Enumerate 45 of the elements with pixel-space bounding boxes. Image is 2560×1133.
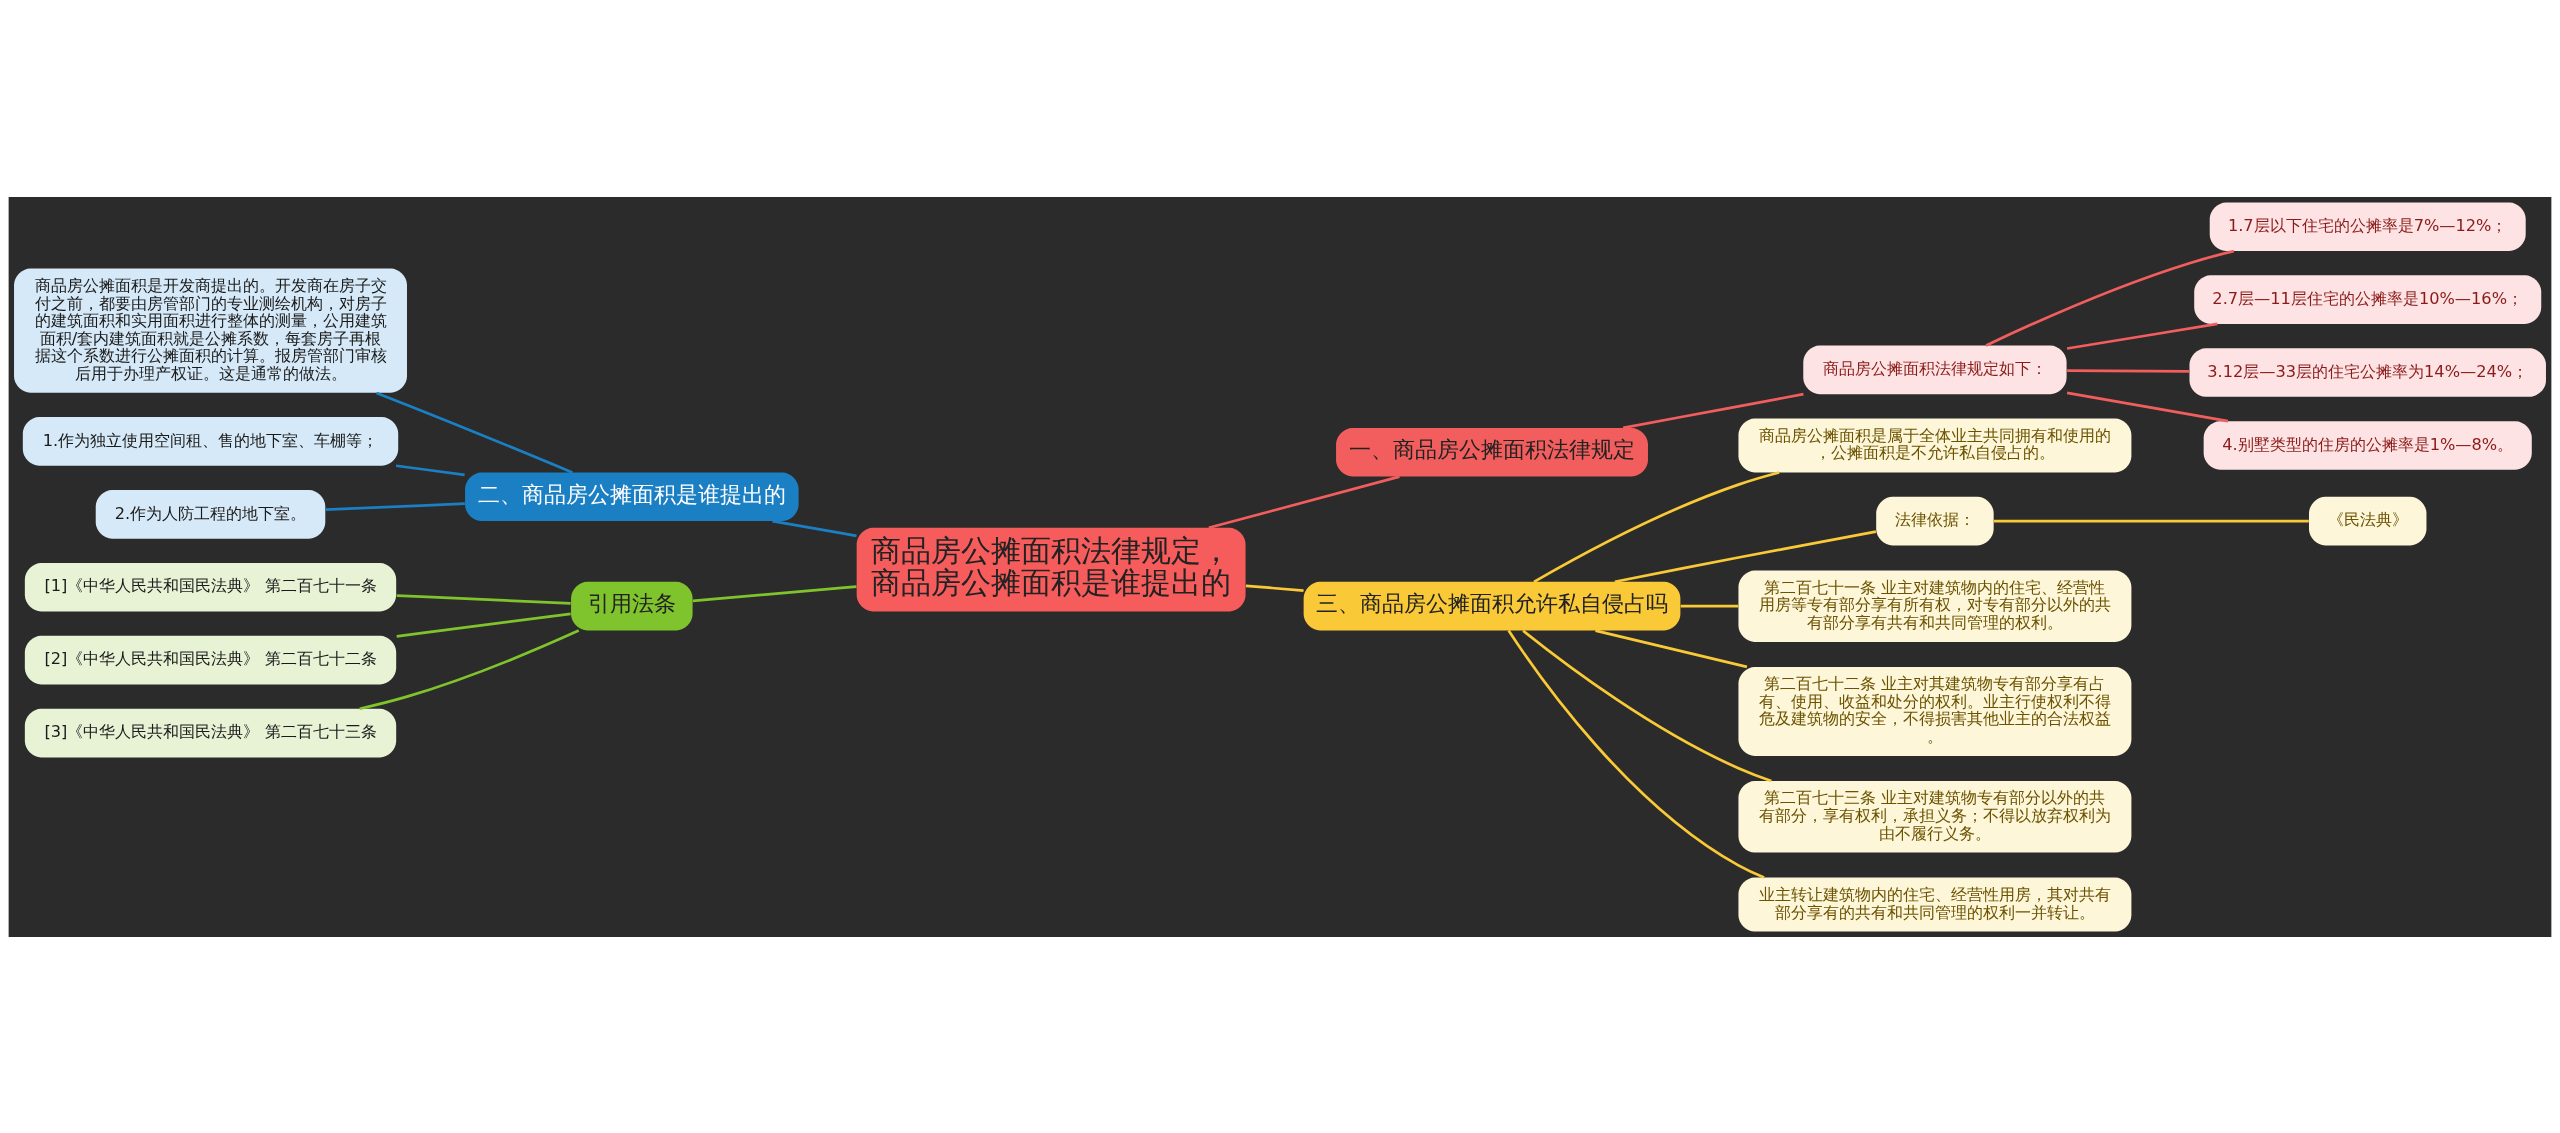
connector bbox=[1985, 249, 2235, 347]
connector bbox=[396, 612, 571, 638]
node-box: [2]《中华人民共和国民法典》 第二百七十二条 bbox=[24, 635, 397, 684]
node-box: 2.作为人防工程的地下室。 bbox=[95, 489, 326, 539]
connector bbox=[1522, 629, 1772, 782]
connector bbox=[1614, 529, 1877, 583]
node-box: 商品房公摊面积是开发商提出的。开发商在房子交付之前，都要由房管部门的专业测绘机构，对房子的建筑面积和实用面积进行整体的测量，公用建筑面积/套内建筑面积就是公摊系数，每套房子再根据这个系数进行公摊面积的计算。报房管部门审核后用于办理产权证。这是通常的做法。 bbox=[14, 268, 407, 393]
connector bbox=[1595, 628, 1748, 668]
node-box: 三、商品房公摊面积允许私自侵占吗 bbox=[1303, 581, 1681, 630]
node-box: 第二百七十三条 业主对建筑物专有部分以外的共有部分，享有权利，承担义务；不得以放弃权利为由不履行义务。 bbox=[1738, 780, 2132, 853]
node-box: [3]《中华人民共和国民法典》 第二百七十三条 bbox=[24, 708, 397, 757]
connector bbox=[1208, 474, 1400, 529]
connector bbox=[772, 519, 857, 537]
node-box: 第二百七十一条 业主对建筑物内的住宅、经营性用房等专有部分享有所有权，对专有部分以外的共有部分享有共有和共同管理的权利。 bbox=[1738, 569, 2132, 642]
node-box: 商品房公摊面积是属于全体业主共同拥有和使用的，公摊面积是不允许私自侵占的。 bbox=[1738, 417, 2132, 472]
node-box: 一、商品房公摊面积法律规定 bbox=[1336, 427, 1648, 477]
node-box: 业主转让建筑物内的住宅、经营性用房，其对共有部分享有的共有和共同管理的权利一并转让。 bbox=[1738, 877, 2132, 932]
connector bbox=[325, 501, 465, 511]
node-box: [1]《中华人民共和国民法典》 第二百七十一条 bbox=[24, 562, 397, 612]
node-box: 引用法条 bbox=[571, 581, 693, 630]
connector bbox=[375, 391, 573, 474]
node-box: 1.7层以下住宅的公摊率是7%—12%； bbox=[2209, 201, 2526, 251]
node-box: 商品房公摊面积法律规定，商品房公摊面积是谁提出的 bbox=[856, 527, 1246, 612]
connector bbox=[1993, 519, 2309, 522]
connector bbox=[396, 593, 571, 605]
node-box: 2.7层—11层住宅的公摊率是10%—16%； bbox=[2194, 274, 2542, 324]
connector bbox=[1622, 392, 1804, 429]
connector bbox=[1245, 583, 1304, 592]
node-box: 3.12层—33层的住宅公摊率为14%—24%； bbox=[2189, 347, 2546, 397]
connector bbox=[2067, 368, 2190, 373]
connector bbox=[395, 463, 465, 476]
connector bbox=[692, 584, 857, 602]
node-box: 二、商品房公摊面积是谁提出的 bbox=[465, 471, 799, 521]
connector bbox=[2066, 322, 2218, 350]
node-box: 商品房公摊面积法律规定如下： bbox=[1803, 345, 2067, 394]
connector bbox=[1507, 629, 1765, 879]
node-box: 4.别墅类型的住房的公摊率是1%—8%。 bbox=[2203, 420, 2532, 470]
connector bbox=[1533, 470, 1780, 583]
connector bbox=[2066, 391, 2229, 422]
connector bbox=[359, 628, 580, 710]
node-box: 第二百七十二条 业主对其建筑物专有部分享有占有、使用、收益和处分的权利。业主行使权利不得危及建筑物的安全，不得损害其他业主的合法权益。 bbox=[1738, 666, 2132, 756]
node-box: 1.作为独立使用空间租、售的地下室、车棚等； bbox=[22, 416, 399, 466]
connector bbox=[1680, 604, 1739, 607]
node-box: 《民法典》 bbox=[2309, 496, 2427, 545]
node-box: 法律依据： bbox=[1876, 496, 1994, 545]
